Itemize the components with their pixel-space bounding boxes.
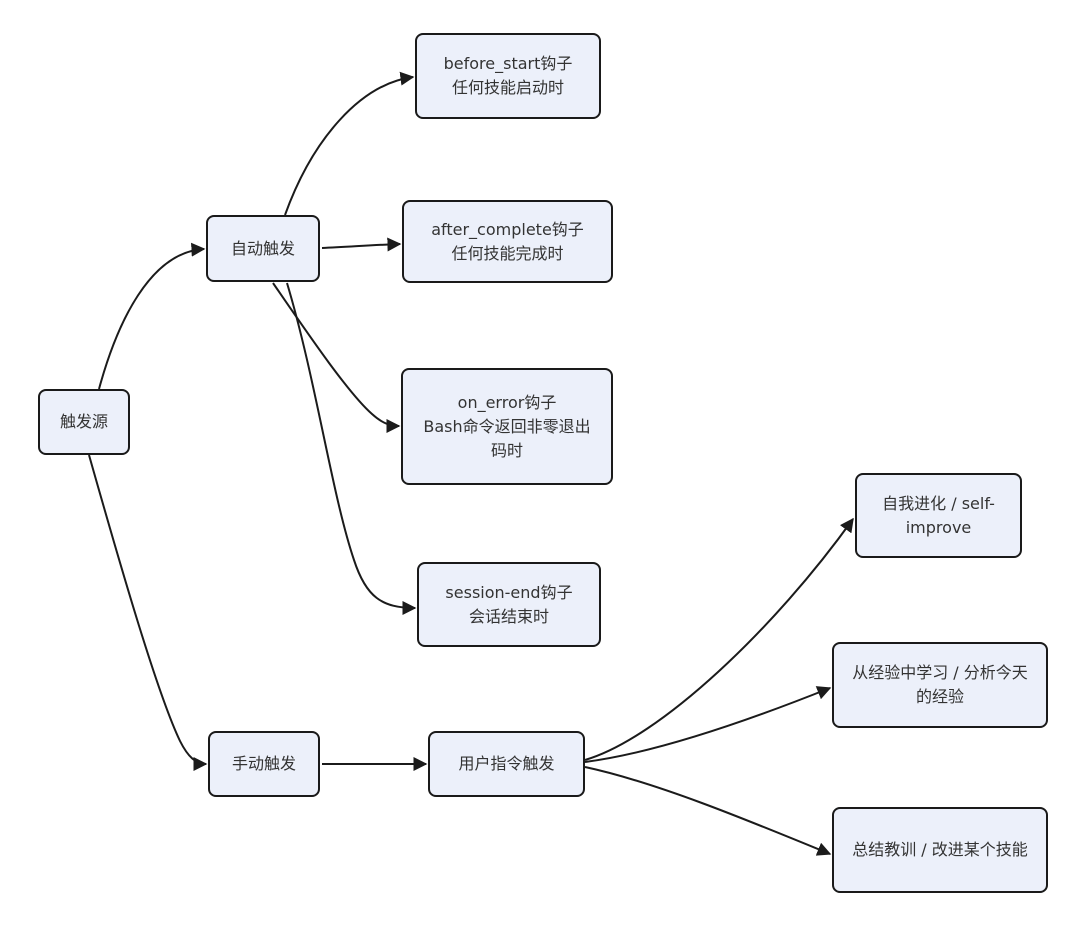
node-session-end-hook: session-end钩子 会话结束时 — [417, 562, 601, 647]
edge-trigger-to-manual — [88, 454, 208, 771]
edge-trigger-to-auto — [98, 242, 206, 390]
node-manual-trigger: 手动触发 — [208, 731, 320, 797]
node-trigger-source: 触发源 — [38, 389, 130, 455]
node-on-error-hook: on_error钩子 Bash命令返回非零退出 码时 — [401, 368, 613, 485]
edge-auto-to-before-start — [284, 71, 415, 216]
node-self-improve: 自我进化 / self- improve — [855, 473, 1022, 558]
edge-auto-to-on-error — [272, 282, 401, 433]
node-auto-trigger: 自动触发 — [206, 215, 320, 282]
node-learn-from-experience: 从经验中学习 / 分析今天 的经验 — [832, 642, 1048, 728]
node-before-start-hook: before_start钩子 任何技能启动时 — [415, 33, 601, 119]
edge-auto-to-session-end — [286, 282, 417, 615]
edge-user-command-to-summarize — [584, 766, 832, 856]
node-user-command-trigger: 用户指令触发 — [428, 731, 585, 797]
node-after-complete-hook: after_complete钩子 任何技能完成时 — [402, 200, 613, 283]
node-summarize-lessons: 总结教训 / 改进某个技能 — [832, 807, 1048, 893]
edge-user-command-to-learn-experience — [584, 686, 832, 763]
edge-user-command-to-self-improve — [584, 517, 854, 761]
edge-auto-to-after-complete — [321, 237, 402, 252]
